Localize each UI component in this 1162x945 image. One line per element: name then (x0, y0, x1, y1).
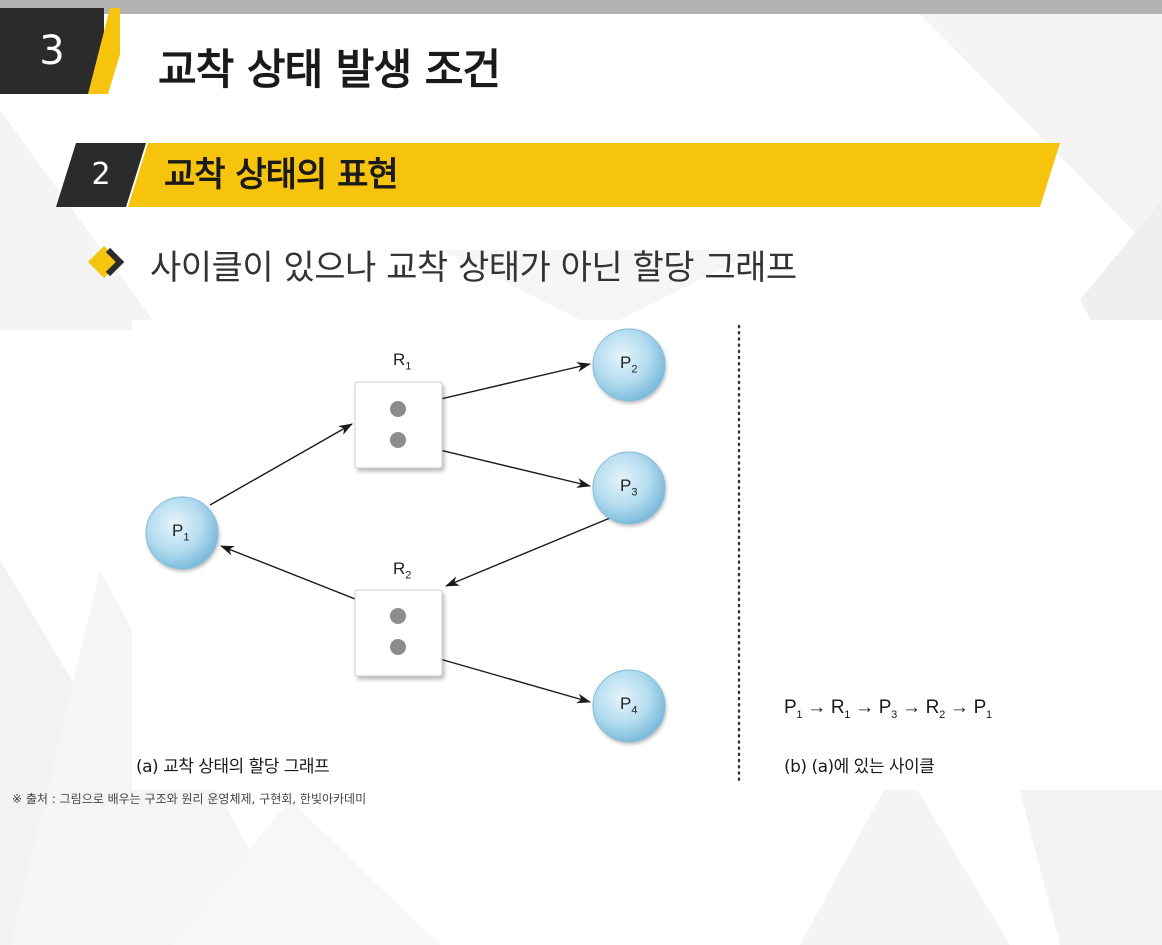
resource-instance-dot (390, 401, 406, 417)
process-node-p1 (145, 496, 219, 570)
label-p2: P2 (620, 353, 638, 376)
process-node-p2 (592, 328, 666, 402)
section-banner (56, 143, 1060, 207)
resource-box-r1 (354, 381, 443, 469)
label-p3: P3 (620, 476, 638, 499)
edge-p3-r2 (445, 517, 611, 587)
top-bar (0, 0, 1162, 14)
label-r2: R2 (393, 559, 412, 582)
diamond-bullet-icon (88, 246, 125, 278)
page-title: 교착 상태 발생 조건 (158, 45, 501, 94)
resource-instance-dot (390, 608, 406, 624)
arrow-icon: → (949, 697, 969, 718)
resource-instance-dot (390, 432, 406, 448)
arrow-icon: → (901, 697, 921, 718)
section-title: 교착 상태의 표현 (164, 155, 399, 195)
label-p1: P1 (172, 521, 190, 544)
chapter-number: 3 (39, 28, 65, 74)
arrow-icon: → (855, 697, 874, 718)
process-node-p3 (592, 451, 666, 525)
caption-b: (b) (a)에 있는 사이클 (784, 757, 935, 777)
bullet-text: 사이클이 있으나 교착 상태가 아닌 할당 그래프 (150, 248, 797, 288)
label-p4: P4 (620, 694, 638, 717)
source-citation: ※ 출처 : 그림으로 배우는 구조와 원리 운영체제, 구현회, 한빛아카데미 (12, 792, 367, 806)
process-node-p4 (592, 669, 666, 743)
edge-p1-r1 (209, 423, 353, 506)
cycle-expression: P1 → R1 → P3 → R2 → P1 (784, 697, 992, 721)
resource-box-r2 (354, 589, 443, 677)
chapter-number-badge (0, 8, 120, 94)
label-r1: R1 (393, 350, 412, 373)
arrow-icon: → (807, 697, 826, 718)
section-number: 2 (91, 157, 111, 192)
resource-instance-dot (390, 639, 406, 655)
caption-a: (a) 교착 상태의 할당 그래프 (136, 757, 330, 777)
